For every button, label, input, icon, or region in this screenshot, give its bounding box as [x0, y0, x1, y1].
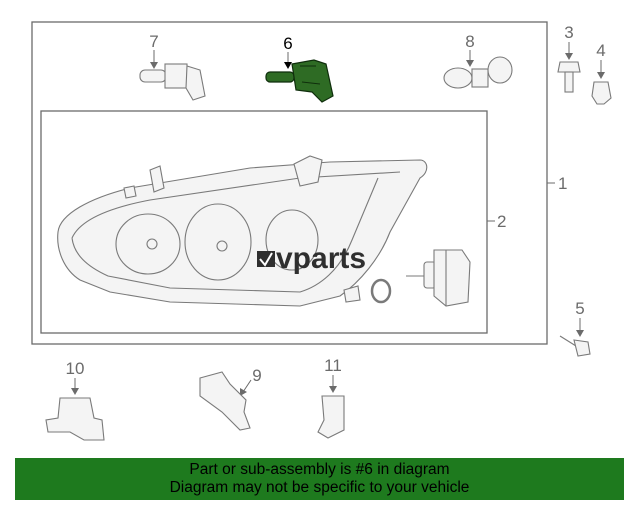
callout-7: 7 [149, 32, 158, 51]
banner-line-1: Part or sub-assembly is #6 in diagram [189, 461, 450, 478]
callout-11: 11 [324, 356, 342, 375]
part-8-marker-bulb[interactable] [443, 50, 513, 89]
part-leveling-motor[interactable] [406, 249, 471, 307]
callout-1: 1 [558, 174, 567, 193]
svg-text:vparts: vparts [276, 242, 366, 275]
callout-4: 4 [596, 41, 605, 60]
part-gasket-ring[interactable] [370, 278, 392, 304]
watermark-logo: vparts [257, 242, 366, 275]
callout-3: 3 [564, 23, 573, 42]
callout-8: 8 [465, 32, 474, 51]
callout-6: 6 [283, 34, 292, 53]
assembly-frame-inner [40, 110, 488, 334]
callout-5: 5 [575, 299, 584, 318]
banner-line-2: Diagram may not be specific to your vehi… [169, 479, 470, 496]
part-9-bracket[interactable] [199, 371, 252, 431]
part-7-bulb[interactable] [139, 50, 206, 101]
part-11-bracket[interactable] [317, 375, 345, 439]
callout-9: 9 [252, 366, 261, 385]
part-10-bracket[interactable] [45, 378, 105, 441]
part-3-screw[interactable] [557, 42, 581, 93]
part-6-bulb-highlighted[interactable] [265, 52, 334, 103]
callout-10: 10 [66, 359, 85, 378]
part-5-screw[interactable] [559, 318, 591, 357]
part-2-headlamp-housing[interactable] [57, 155, 428, 307]
part-4-clip[interactable] [591, 60, 612, 105]
info-banner: Part or sub-assembly is #6 in diagram Di… [15, 458, 624, 500]
parts-diagram: 7 6 8 3 4 1 2 [31, 21, 612, 441]
callout-2: 2 [497, 212, 506, 231]
